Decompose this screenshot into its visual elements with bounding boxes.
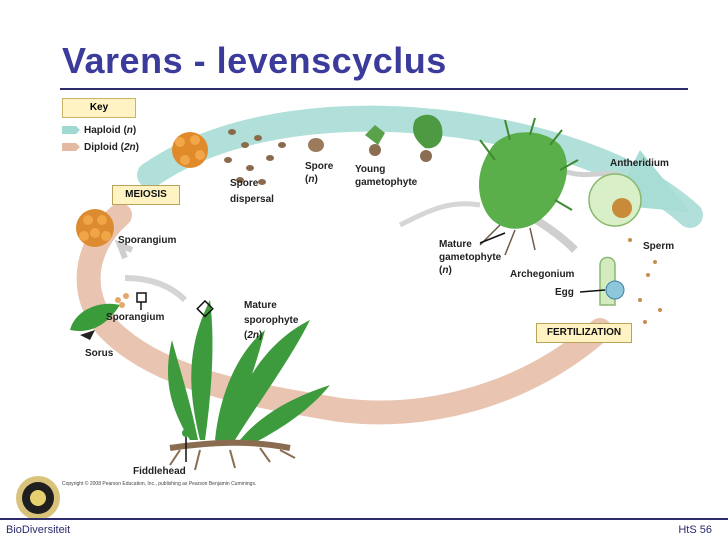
label-spore: Spore (n) <box>305 161 334 185</box>
sorus-leaf-icon <box>70 303 120 340</box>
young-gametophyte-icon <box>365 125 385 156</box>
leader-egg <box>579 289 606 293</box>
meiosis-box: MEIOSIS <box>112 185 180 205</box>
label-sporangium-top: Sporangium <box>118 235 177 246</box>
fiddlehead-icon <box>182 429 190 437</box>
haploid-key-text: Haploid <box>84 125 121 136</box>
copyright-text: Copyright © 2008 Pearson Education, Inc.… <box>62 481 257 487</box>
key-heading: Key <box>62 98 136 118</box>
fertilization-box: FERTILIZATION <box>536 323 632 343</box>
label-spore-dispersal-1: Spore <box>230 178 259 189</box>
label-young-gametophyte-1: Young <box>355 164 386 175</box>
label-mature-sporophyte-2: sporophyte <box>244 315 299 326</box>
label-fiddlehead: Fiddlehead <box>133 466 186 477</box>
sporophyte-marker-icon <box>196 299 214 318</box>
leader-mature-gametophyte <box>479 232 506 244</box>
slide-title: Varens - levenscyclus <box>62 40 447 81</box>
sporangium-closed-icon <box>76 209 114 247</box>
haploid-key-arrow <box>62 126 80 134</box>
label-spore-dispersal-2: dispersal <box>230 194 274 205</box>
label-young-gametophyte-2: gametophyte <box>355 177 418 188</box>
label-sporangium-left: Sporangium <box>106 312 165 323</box>
sporangium-marker-icon <box>136 292 147 303</box>
label-mature-sporophyte: Mature sporophyte (2n) <box>244 300 299 341</box>
label-mature-gametophyte-ploidy: n <box>442 265 449 276</box>
antheridium-icon <box>588 173 642 227</box>
label-sorus: Sorus <box>85 348 114 359</box>
sperm-icon <box>628 238 662 324</box>
rhizome-icon <box>169 439 296 471</box>
archegonium-icon <box>599 256 625 306</box>
label-sperm: Sperm <box>643 241 675 252</box>
label-mature-sporophyte-1: Mature <box>244 300 277 311</box>
young-gametophyte-icon-2 <box>413 114 443 162</box>
arrow-gray-5 <box>398 201 481 228</box>
diploid-key-arrow <box>62 143 80 151</box>
sporangium-orange-icon <box>172 132 208 168</box>
spore-icon <box>308 138 324 152</box>
footer-divider <box>0 518 728 520</box>
title-divider <box>60 88 688 90</box>
arrow-gray-2 <box>124 275 188 303</box>
spores-icon <box>224 129 286 185</box>
diploid-key-label: Diploid (2n) <box>84 142 140 153</box>
label-mature-sporophyte-ploidy: 2n <box>247 330 260 341</box>
haploid-key-symbol: n <box>126 125 133 136</box>
footer-page-number: HtS 56 <box>678 524 712 536</box>
label-spore-ploidy: n <box>308 174 315 185</box>
label-egg: Egg <box>555 287 574 298</box>
label-mature-gametophyte: Mature gametophyte (n) <box>439 239 502 276</box>
sporangium-cluster-icon <box>115 293 129 308</box>
label-mature-gametophyte-2: gametophyte <box>439 252 502 263</box>
footer-left-text: BioDiversiteit <box>6 524 71 536</box>
university-seal-icon <box>16 476 60 520</box>
mature-sporophyte-icon <box>167 300 330 445</box>
diploid-key-text: Diploid <box>84 142 118 153</box>
label-young-gametophyte: Young gametophyte <box>355 163 417 189</box>
label-archegonium: Archegonium <box>510 269 575 280</box>
label-spore-text: Spore <box>305 161 334 172</box>
haploid-key-label: Haploid (n) <box>84 125 137 136</box>
label-antheridium: Antheridium <box>610 158 669 169</box>
label-mature-gametophyte-1: Mature <box>439 239 472 250</box>
diploid-key-symbol: 2n <box>124 142 136 153</box>
arrow-gray-1 <box>114 239 134 260</box>
label-spore-dispersal: Spore dispersal <box>230 177 274 206</box>
